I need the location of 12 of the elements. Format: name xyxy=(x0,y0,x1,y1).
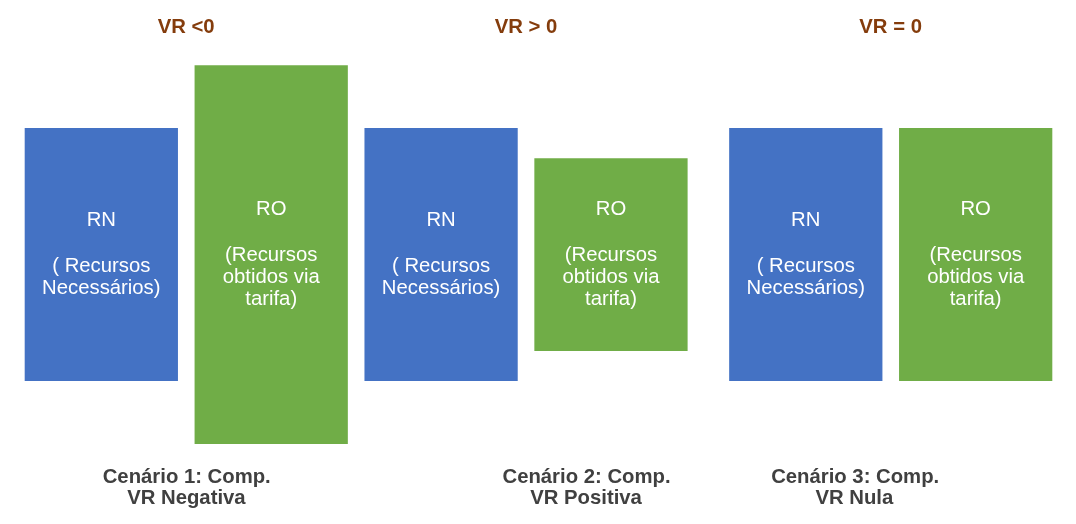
label: Cenário 2: Comp. VR Positiva xyxy=(501,465,671,508)
label: VR = 0 xyxy=(858,14,922,37)
label: Cenário 3: Comp. VR Nula xyxy=(770,465,939,508)
label: VR > 0 xyxy=(494,14,557,37)
label: Cenário 1: Comp. VR Negativa xyxy=(102,465,271,508)
node-box: RO (Recursos obtidos via tarifa) xyxy=(533,158,688,352)
node-box: RO (Recursos obtidos via tarifa) xyxy=(898,128,1052,382)
node-box: RO (Recursos obtidos via tarifa) xyxy=(194,65,348,444)
label: VR <0 xyxy=(157,14,215,37)
node-box: RN ( Recursos Necessários) xyxy=(363,128,518,382)
node-box: RN ( Recursos Necessários) xyxy=(728,128,882,382)
node-box: RN ( Recursos Necessários) xyxy=(24,128,178,382)
